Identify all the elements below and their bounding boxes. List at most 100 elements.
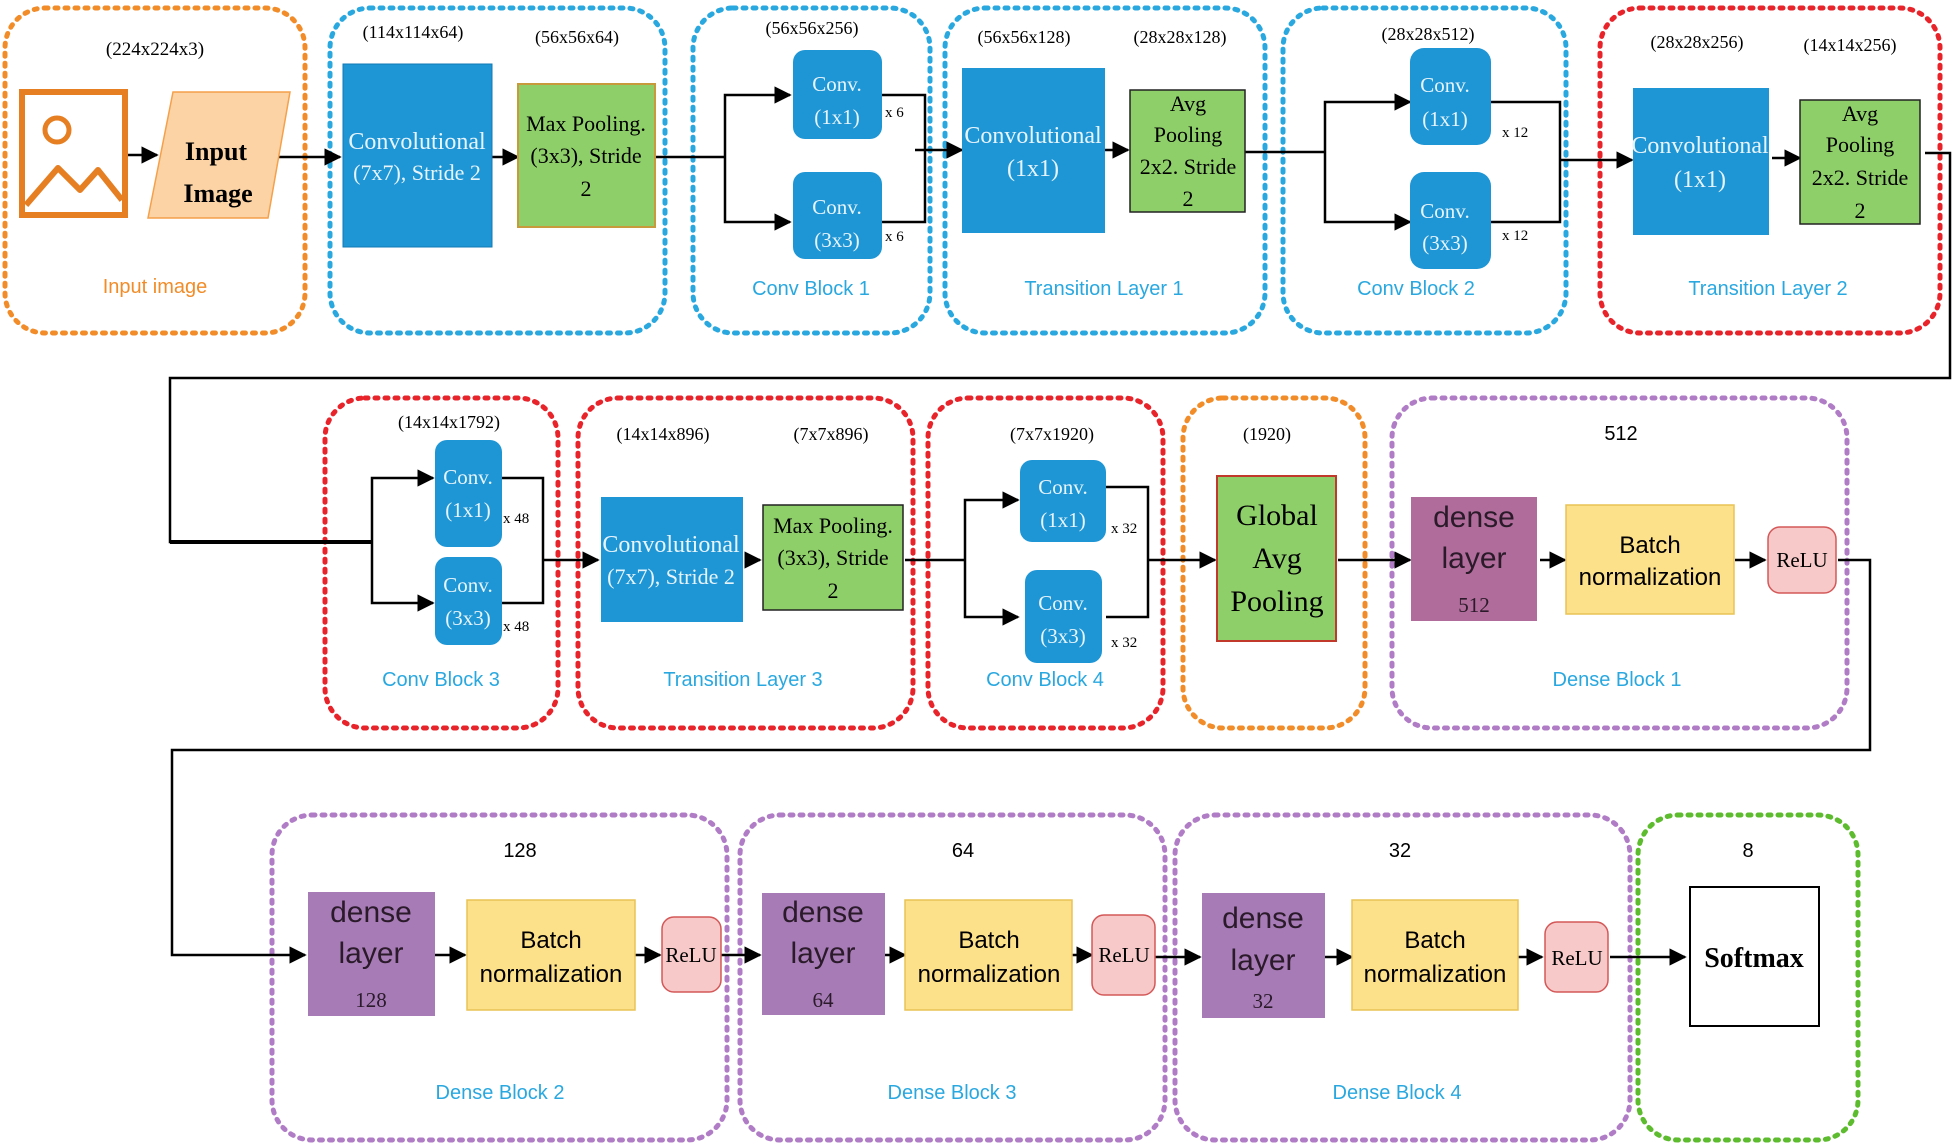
transition-1-pool-line-1: Avg xyxy=(1170,91,1206,116)
conv-block-4-conv-a-line-2: (1x1) xyxy=(1040,508,1086,532)
connectors xyxy=(125,86,1952,966)
dense-block-2-dense-units: 128 xyxy=(355,988,387,1012)
conv-block-1-conv-b-line-2: (3x3) xyxy=(814,228,860,252)
transition-3-conv-box xyxy=(601,497,743,622)
conv-block-2-conv-b xyxy=(1410,172,1491,269)
transition-2-pool-line-2: Pooling xyxy=(1826,132,1894,157)
stem-pool-line-3: 2 xyxy=(581,176,592,201)
dense-block-1-label: Dense Block 1 xyxy=(1553,669,1682,691)
dense-block-4-dense-units: 32 xyxy=(1253,989,1274,1013)
transition-1-pool-line-4: 2 xyxy=(1183,186,1194,211)
conv-block-3-label: Conv Block 3 xyxy=(382,669,500,691)
stem-conv-dims: (114x114x64) xyxy=(363,22,464,43)
dense-block-2-label: Dense Block 2 xyxy=(436,1082,565,1104)
transition-3-label: Transition Layer 3 xyxy=(663,669,822,691)
input-group-label: Input image xyxy=(103,276,208,298)
dense-block-3-relu-box xyxy=(1091,914,1156,996)
transition-1-pool-line-3: 2x2. Stride xyxy=(1140,154,1237,179)
group-frame-dense-block-1 xyxy=(1389,395,1850,731)
dense-block-3-label: Dense Block 3 xyxy=(888,1082,1017,1104)
dense-block-1-dense-line-2: layer xyxy=(1441,542,1506,575)
softmax-units: 8 xyxy=(1742,840,1753,862)
dense-block-3-dense-box xyxy=(762,893,885,1015)
conv-block-1-conv-a-line-2: (1x1) xyxy=(814,105,860,129)
global-pool-box xyxy=(1216,475,1337,642)
global-pool-dims: (1920) xyxy=(1243,424,1291,445)
conv-block-2-conv-b-line-1: Conv. xyxy=(1420,199,1469,223)
conv-block-2-conv-a-line-1: Conv. xyxy=(1420,73,1469,97)
dense-block-2-dense-box xyxy=(308,892,435,1016)
transition-3-conv-dims: (14x14x896) xyxy=(617,424,710,445)
dense-block-2-bn-box xyxy=(466,899,636,1011)
conv-block-2-dims: (28x28x512) xyxy=(1382,24,1475,45)
input-dims: (224x224x3) xyxy=(106,39,204,60)
group-frame-transition-3 xyxy=(575,395,916,731)
dense-block-1-relu-box xyxy=(1767,526,1837,594)
softmax-label: Softmax xyxy=(1704,943,1804,974)
conv-block-4-dims: (7x7x1920) xyxy=(1010,424,1094,445)
dense-block-3-bn-line-2: normalization xyxy=(918,961,1061,988)
transition-1-pool-box xyxy=(1129,89,1246,213)
transition-2-conv-line-2: (1x1) xyxy=(1674,167,1726,193)
conv-block-3-conv-a-line-2: (1x1) xyxy=(445,498,491,522)
conv-block-4-conv-a-line-1: Conv. xyxy=(1038,475,1087,499)
dense-block-1-relu: ReLU xyxy=(1776,548,1827,572)
transition-3-pool-line-2: (3x3), Stride xyxy=(777,545,888,570)
conv-block-2-conv-a-line-2: (1x1) xyxy=(1422,107,1468,131)
transition-2-pool-line-3: 2x2. Stride xyxy=(1812,165,1909,190)
dense-block-4-dense-box xyxy=(1202,893,1325,1018)
transition-1-pool-dims: (28x28x128) xyxy=(1134,27,1227,48)
conv-block-1-conv-a-line-1: Conv. xyxy=(812,72,861,96)
conv-block-4-conv-b-line-2: (3x3) xyxy=(1040,624,1086,648)
group-frame-stem xyxy=(327,5,668,336)
transition-3-conv-line-1: Convolutional xyxy=(602,532,740,558)
stem-conv-box xyxy=(342,63,493,248)
group-frame-global-pool xyxy=(1180,395,1368,731)
dense-block-1-dense-line-1: dense xyxy=(1433,501,1515,534)
softmax-box xyxy=(1689,886,1820,1027)
group-frame-conv-block-3 xyxy=(322,395,561,731)
conv-block-2-conv-a xyxy=(1410,48,1491,145)
dense-block-4-relu: ReLU xyxy=(1551,946,1602,970)
transition-1-conv-box xyxy=(962,68,1105,233)
conv-block-3-conv-b xyxy=(435,557,502,645)
dense-block-4-units: 32 xyxy=(1389,840,1411,862)
group-frame-dense-block-2 xyxy=(269,812,730,1143)
transition-1-conv-line-1: Convolutional xyxy=(964,123,1102,149)
conv-block-1-dims: (56x56x256) xyxy=(766,18,859,39)
dense-block-1-bn-line-2: normalization xyxy=(1579,564,1722,591)
conv-block-3-rep-b: x 48 xyxy=(503,619,529,635)
image-icon xyxy=(19,89,128,218)
dense-block-3-units: 64 xyxy=(952,840,974,862)
conv-block-1-rep-a: x 6 xyxy=(885,105,904,121)
transition-2-pool-line-1: Avg xyxy=(1842,101,1878,126)
transition-2-pool-dims: (14x14x256) xyxy=(1804,35,1897,56)
group-frame-transition-2 xyxy=(1597,5,1943,336)
conv-block-4-rep-a: x 32 xyxy=(1111,521,1137,537)
dense-block-2-bn-line-2: normalization xyxy=(480,961,623,988)
stem-pool-box xyxy=(517,83,656,228)
stem-pool-line-1: Max Pooling. xyxy=(526,111,646,136)
transition-3-pool-box xyxy=(762,504,904,611)
dense-block-2-dense-line-1: dense xyxy=(330,896,412,929)
transition-1-conv-dims: (56x56x128) xyxy=(978,27,1071,48)
dense-block-1-dense-box xyxy=(1411,497,1537,621)
input-image-box-line-2: Image xyxy=(183,179,252,208)
transition-2-pool-box xyxy=(1799,99,1921,225)
conv-block-1-conv-b-line-1: Conv. xyxy=(812,195,861,219)
global-pool-line-3: Pooling xyxy=(1230,585,1323,618)
stem-conv-line-2: (7x7), Stride 2 xyxy=(353,160,481,185)
transition-2-pool-line-4: 2 xyxy=(1855,198,1866,223)
global-pool-line-2: Avg xyxy=(1252,542,1301,575)
dense-block-4-label: Dense Block 4 xyxy=(1333,1082,1462,1104)
transition-1-pool-line-2: Pooling xyxy=(1154,122,1222,147)
transition-3-pool-line-1: Max Pooling. xyxy=(773,513,893,538)
dense-block-4-dense-line-1: dense xyxy=(1222,902,1304,935)
stem-pool-dims: (56x56x64) xyxy=(535,27,619,48)
group-frame-transition-1 xyxy=(942,5,1268,336)
transition-1-label: Transition Layer 1 xyxy=(1024,278,1183,300)
dense-block-1-bn-box xyxy=(1565,504,1735,615)
dense-block-2-dense-line-2: layer xyxy=(338,937,403,970)
